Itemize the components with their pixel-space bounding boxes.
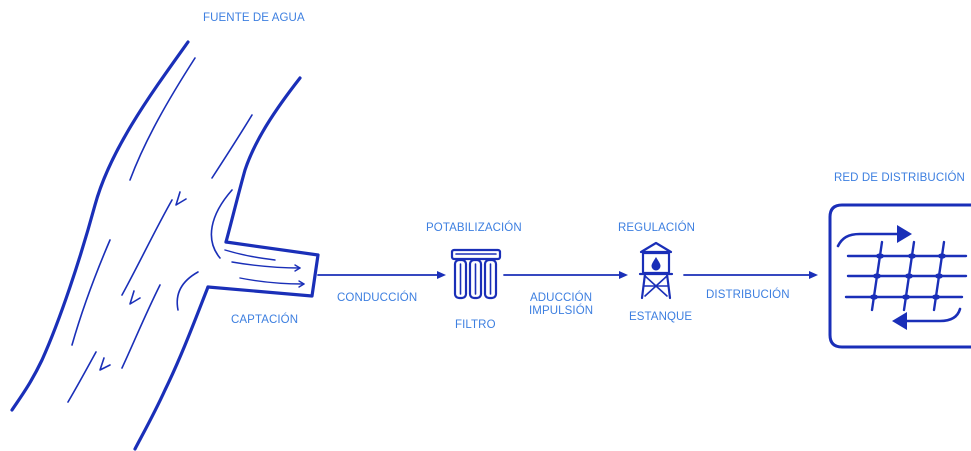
label-treatment: POTABILIZACIÓN: [426, 221, 522, 234]
label-regulation: REGULACIÓN: [618, 221, 695, 234]
label-adduction-2: IMPULSIÓN: [529, 304, 593, 317]
label-distribution: DISTRIBUCIÓN: [706, 288, 790, 301]
connector-conduccion: [317, 271, 446, 279]
filter-icon: [450, 248, 502, 300]
label-source: FUENTE DE AGUA: [203, 12, 305, 24]
label-intake: CAPTACIÓN: [231, 313, 298, 326]
connector-aduccion: [503, 271, 628, 279]
label-network: RED DE DISTRIBUCIÓN: [834, 171, 965, 184]
water-tower-icon: [638, 241, 674, 300]
label-tank: ESTANQUE: [629, 311, 692, 323]
label-conduction: CONDUCCIÓN: [337, 291, 417, 304]
distribution-network-icon: [828, 203, 971, 349]
label-adduction-1: ADUCCIÓN: [530, 291, 592, 304]
river-icon: [10, 40, 320, 451]
connector-distribucion: [683, 271, 818, 279]
label-filter: FILTRO: [455, 319, 496, 331]
